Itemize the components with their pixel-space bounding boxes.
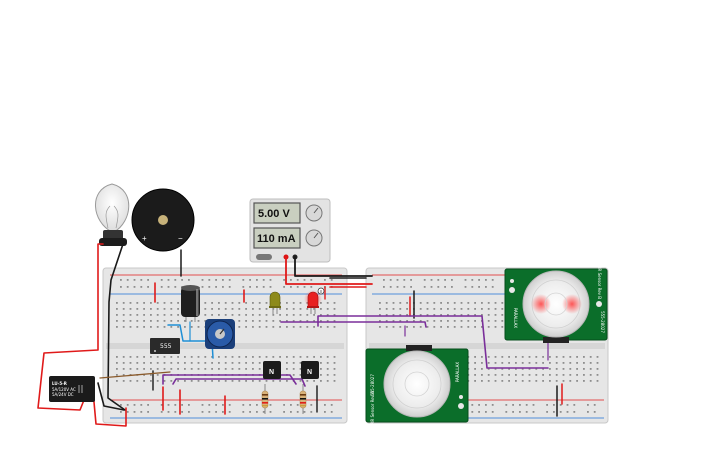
wire-bulb-red[interactable]	[37, 243, 104, 411]
timer-ic-555[interactable]: 555	[150, 338, 180, 354]
buzzer-plus-label: +	[142, 234, 147, 243]
pir-left-side-text: PIR Sensor Rev B	[370, 391, 375, 425]
buzzer-minus-label: −	[178, 234, 183, 243]
pir-sensor-right[interactable]: PARALLAX PIR Sensor Rev B 555-28027	[504, 265, 608, 343]
resistor-1[interactable]	[261, 384, 269, 414]
transistor-npn-2[interactable]: N	[301, 361, 319, 379]
piezo-buzzer[interactable]: + −	[131, 188, 195, 252]
power-supply[interactable]: 5.00 V 110 mA	[249, 198, 331, 263]
transistor-npn-1[interactable]: N	[263, 361, 281, 379]
light-bulb[interactable]	[95, 183, 130, 246]
relay-rating-1: 5A/120V AC	[52, 387, 76, 392]
pir-right-jumper[interactable]	[509, 287, 515, 293]
buzzer-center	[158, 215, 168, 225]
info-icon[interactable]	[317, 287, 325, 295]
wire-supply-positive[interactable]	[285, 256, 373, 285]
led-yellow[interactable]	[269, 291, 281, 314]
pir-left-pins	[406, 345, 432, 351]
led-red[interactable]	[304, 290, 322, 314]
pir-left-jumper[interactable]	[458, 403, 464, 409]
relay[interactable]: LU-5-R 5A/120V AC 5A/24V DC	[49, 376, 95, 402]
power-switch[interactable]	[256, 254, 272, 260]
wire-purple-4[interactable]	[317, 315, 549, 369]
pir-right-pins	[543, 337, 569, 343]
pir-sensor-left[interactable]: 555-28027 PIR Sensor Rev B PARALLAX	[365, 345, 469, 425]
pir-left-brand: PARALLAX	[455, 362, 460, 383]
wire-purple-3[interactable]	[280, 321, 427, 328]
center-channel-right	[369, 343, 605, 349]
transistor-1-label: N	[269, 369, 274, 376]
electrolytic-capacitor[interactable]	[181, 285, 200, 322]
relay-model: LU-5-R	[52, 381, 67, 386]
wire-brown-relay[interactable]	[99, 371, 171, 379]
breadboard-left-holes	[116, 279, 336, 413]
current-display	[253, 227, 301, 249]
voltage-readout: 5.00 V	[258, 208, 290, 220]
wire-relay-red[interactable]	[91, 379, 127, 427]
voltage-display	[253, 202, 301, 224]
potentiometer[interactable]	[205, 319, 235, 349]
wire-relay-black[interactable]	[97, 382, 125, 411]
pir-left-model: 555-28027	[370, 374, 375, 396]
wire-purple-2[interactable]	[172, 378, 306, 387]
pir-right-brand: PARALLAX	[513, 308, 518, 329]
current-readout: 110 mA	[257, 233, 296, 245]
timer-ic-label: 555	[160, 343, 172, 350]
wire-bulb-black[interactable]	[107, 243, 126, 411]
transistor-2-label: N	[307, 369, 312, 376]
pir-right-side-text: PIR Sensor Rev B	[597, 265, 602, 299]
wires[interactable]	[37, 243, 563, 427]
pir-right-glow-right	[562, 294, 582, 314]
pir-right-model: 555-28027	[600, 311, 605, 333]
resistor-2[interactable]	[299, 384, 307, 414]
relay-rating-2: 5A/24V DC	[52, 392, 74, 397]
wire-supply-negative[interactable]	[294, 256, 373, 277]
